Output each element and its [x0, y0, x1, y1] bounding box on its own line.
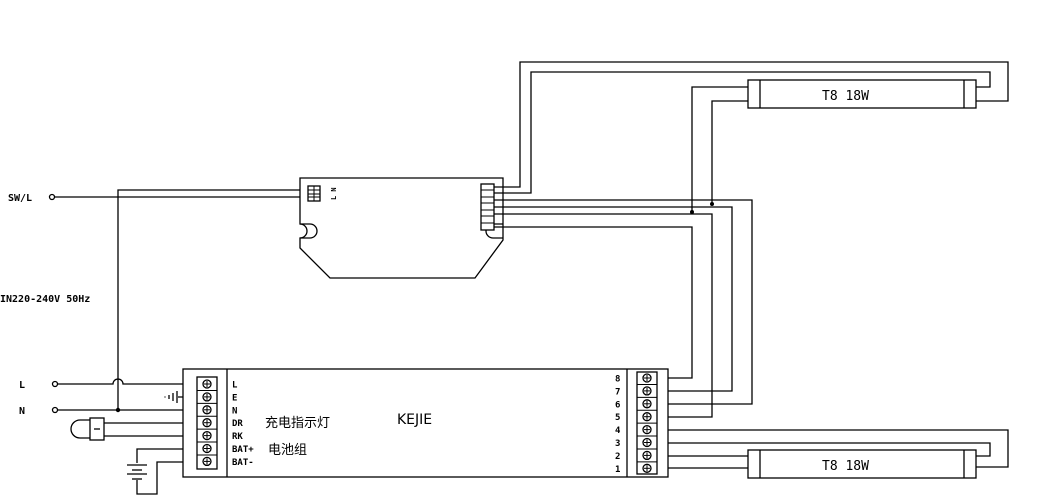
- ballast-notch-left: [300, 223, 318, 239]
- right-screw-terminal: [642, 463, 652, 473]
- emergency-module: [182, 368, 669, 478]
- right-screw-terminal: [642, 424, 652, 435]
- pin-3-wire: [654, 442, 991, 457]
- ballast-out-1-wire: [494, 61, 1009, 188]
- ballast-side-label: L N: [330, 187, 338, 200]
- left-pin-label: L: [232, 381, 238, 391]
- indicator-label: 充电指示灯: [265, 415, 330, 431]
- left-pin-label: N: [232, 406, 237, 416]
- ballast-out-5-wire: [494, 213, 713, 418]
- bottom-lamp-label: T8 18W: [822, 459, 869, 474]
- n-ballast-wire: [117, 189, 308, 410]
- left-screw-terminal: [202, 443, 212, 454]
- right-pin-label: 3: [615, 439, 620, 449]
- right-pin-label: 8: [615, 375, 620, 385]
- l-label: L: [19, 380, 25, 391]
- left-pin-label: BAT-: [232, 458, 254, 468]
- ballast-out-3-wire: [494, 199, 753, 405]
- junction-a: [690, 210, 694, 214]
- right-screw-terminal: [642, 386, 652, 396]
- bat-minus-wire: [136, 461, 197, 495]
- left-screw-terminal: [202, 405, 212, 415]
- ballast-out-4-wire: [494, 206, 733, 392]
- right-pin-label: 4: [615, 426, 621, 436]
- right-screw-terminal: [642, 450, 652, 461]
- left-screw-terminal: [202, 456, 212, 467]
- right-terminal-block: 8 7 6 5 4 3 2 1: [615, 371, 658, 475]
- left-screw-terminal: [202, 379, 212, 389]
- left-screw-terminal: [202, 392, 212, 402]
- left-pin-label: DR: [232, 419, 243, 429]
- ballast-out-2-wire: [494, 71, 991, 194]
- l-terminal: [51, 380, 59, 388]
- right-pin-label: 6: [615, 400, 620, 410]
- left-screw-terminal: [202, 418, 212, 428]
- right-screw-terminal: [642, 437, 652, 448]
- ballast-output-connector: [480, 183, 495, 231]
- bottom-lamp: [747, 449, 977, 479]
- right-screw-terminal: [642, 373, 652, 383]
- sw-l-label: SW/L: [8, 193, 32, 204]
- top-lamp-left-feed-1: [691, 86, 748, 212]
- left-screw-terminal: [202, 430, 212, 441]
- charge-indicator-led-icon: [70, 417, 105, 441]
- left-pin-label: RK: [232, 432, 243, 442]
- ballast-out-6-wire: [494, 226, 693, 379]
- right-pin-label: 7: [615, 387, 620, 397]
- ground-icon: [164, 391, 178, 403]
- top-lamp: [747, 79, 977, 109]
- pin-4-wire: [654, 429, 1009, 468]
- top-lamp-left-feed-2: [711, 100, 748, 204]
- n-label: N: [19, 406, 25, 417]
- left-terminal-block: LEN DR RK BAT+ BAT-: [196, 376, 254, 470]
- brand-label: KEJIE: [397, 412, 432, 428]
- junction-b: [710, 202, 714, 206]
- n-terminal: [51, 406, 59, 414]
- right-screw-terminal: [642, 399, 652, 409]
- l-wire: [58, 378, 197, 385]
- right-pin-label: 2: [615, 452, 620, 462]
- right-pin-label: 5: [615, 413, 620, 423]
- voltage-label: IN220-240V 50Hz: [0, 294, 90, 305]
- ballast-input-connector: [307, 185, 321, 202]
- left-pin-label: BAT+: [232, 445, 254, 455]
- battery-icon: [127, 464, 147, 480]
- battery-label: 电池组: [268, 443, 307, 458]
- left-pin-label: E: [232, 393, 237, 403]
- bat-plus-wire: [136, 448, 197, 463]
- right-screw-terminal: [642, 412, 652, 422]
- top-lamp-label: T8 18W: [822, 89, 869, 104]
- sw-l-terminal: [48, 193, 56, 201]
- right-pin-label: 1: [615, 465, 620, 475]
